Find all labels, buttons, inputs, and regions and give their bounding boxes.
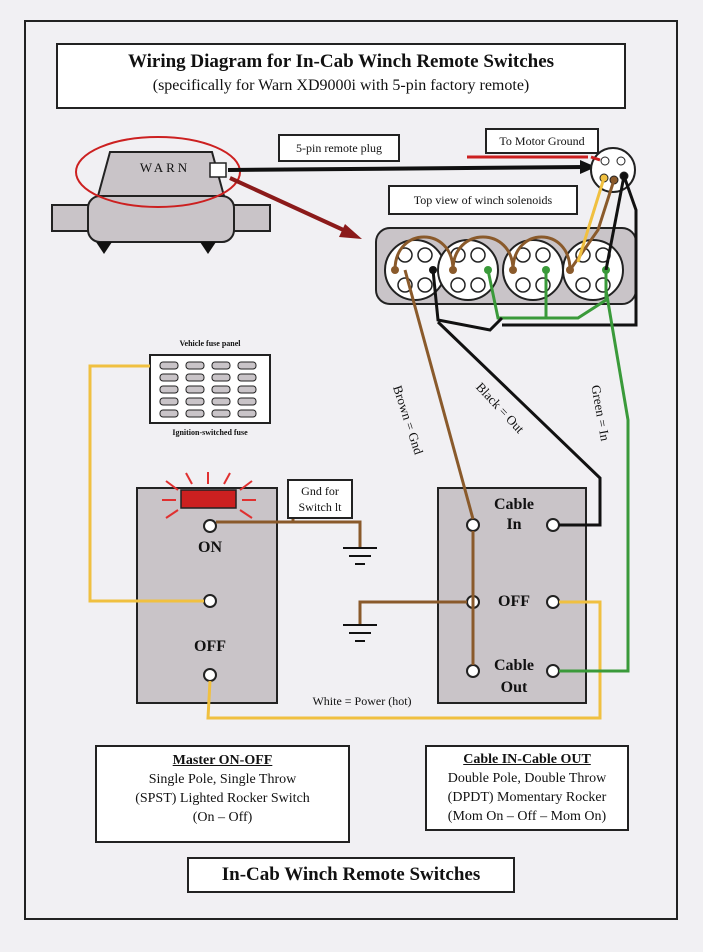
switch-lamp	[162, 472, 256, 519]
subtitle: (specifically for Warn XD9000i with 5-pi…	[152, 77, 530, 94]
master-on-label: ON	[198, 539, 222, 556]
cable-desc-box: Cable IN-Cable OUT Double Pole, Double T…	[425, 745, 629, 831]
solenoids-label: Top view of winch solenoids	[388, 185, 578, 215]
master-desc-heading: Master ON-OFF	[172, 753, 273, 768]
master-terminal-power	[203, 594, 217, 608]
ignition-fuse-label: Ignition-switched fuse	[172, 428, 248, 437]
motor-ground-label: To Motor Ground	[485, 128, 599, 154]
title: Wiring Diagram for In-Cab Winch Remote S…	[127, 51, 555, 72]
fuse-panel-label: Vehicle fuse panel	[179, 339, 241, 348]
title-box: Wiring Diagram for In-Cab Winch Remote S…	[56, 43, 626, 109]
switch-terminals	[203, 518, 560, 682]
cable-desc-heading: Cable IN-Cable OUT	[463, 752, 591, 767]
remote-plug-label: 5-pin remote plug	[278, 134, 400, 162]
cable-out-label: Cable Out	[494, 657, 534, 696]
winch-illustration	[51, 136, 271, 254]
gnd-switch-label: Gnd for Switch lt	[287, 479, 353, 519]
fuse-panel	[149, 354, 271, 424]
highlight-ellipse	[75, 136, 241, 208]
winch-brand: WARN	[139, 160, 191, 175]
cable-in-label: Cable In	[494, 496, 534, 533]
footer-title: In-Cab Winch Remote Switches	[187, 857, 515, 893]
ground-symbols	[343, 547, 377, 642]
wire-runs	[88, 269, 630, 720]
master-terminal-lamp	[203, 519, 217, 533]
master-desc-box: Master ON-OFF Single Pole, Single Throw …	[95, 745, 350, 843]
master-terminal-off	[203, 668, 217, 682]
white-wire-label: White = Power (hot)	[312, 694, 412, 708]
cable-off-label: OFF	[498, 593, 530, 610]
callout-arrows	[227, 155, 596, 239]
solenoid-jumpers	[393, 175, 638, 332]
master-off-label: OFF	[194, 638, 226, 655]
page-border	[24, 20, 678, 920]
